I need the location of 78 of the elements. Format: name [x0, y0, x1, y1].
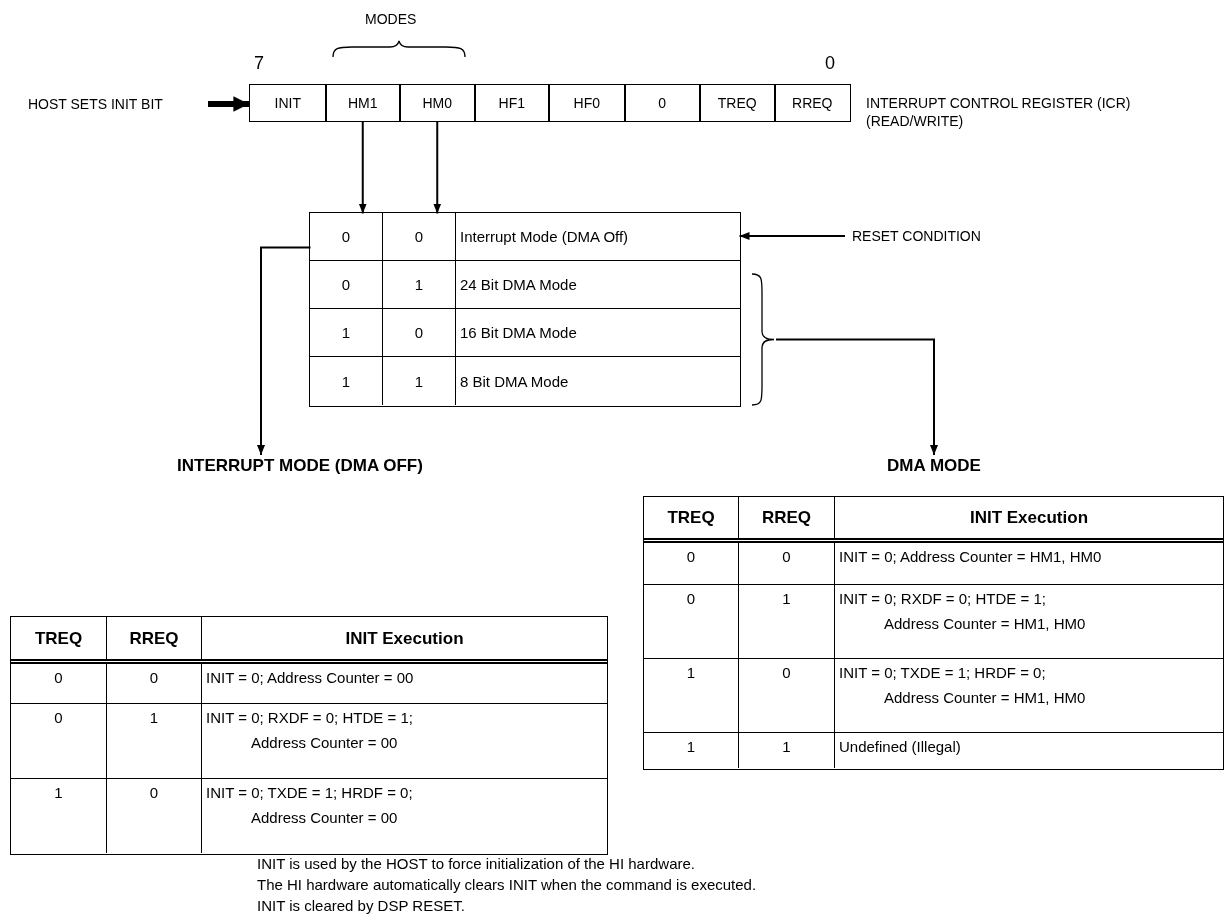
bit-value: 0	[383, 213, 456, 260]
table-row	[11, 664, 607, 704]
table-row	[644, 543, 1223, 585]
note-text: INIT is used by the HOST to force initialization of the HI hardware.	[257, 854, 695, 874]
header-row	[644, 497, 1223, 543]
annotation-text: RESET CONDITION	[852, 227, 981, 245]
register-bit: HF1	[474, 84, 550, 122]
execution-description: INIT = 0; Address Counter = 00	[205, 668, 415, 688]
column-header: TREQ	[11, 617, 107, 659]
bit-value: 1	[11, 779, 107, 853]
section-heading: INTERRUPT MODE (DMA OFF)	[145, 455, 455, 477]
bit-value: 1	[739, 733, 835, 768]
bit-value: 1	[644, 659, 739, 732]
bit-value: 0	[644, 585, 739, 658]
execution-description: INIT = 0; TXDE = 1; HRDF = 0; Address Counter = 00	[205, 783, 414, 828]
register-bit: INIT	[249, 84, 327, 122]
bit-value: 0	[11, 704, 107, 778]
arrow	[358, 121, 367, 215]
table-row	[310, 261, 740, 309]
table-row	[644, 585, 1223, 659]
register-bit: HF0	[548, 84, 626, 122]
execution-description: INIT = 0; RXDF = 0; HTDE = 1; Address Counter = HM1, HM0	[838, 589, 1087, 634]
register-bit: HM0	[399, 84, 476, 122]
table-row	[644, 659, 1223, 733]
bit-value: 0	[107, 779, 202, 853]
annotation-text: HOST SETS INIT BIT	[28, 95, 163, 113]
bit-value: 0	[739, 659, 835, 732]
note-text: The HI hardware automatically clears INIT when the command is executed.	[257, 875, 757, 895]
mode-table	[10, 616, 608, 855]
register-bit: 0	[624, 84, 701, 122]
bit-value: 0	[644, 543, 739, 584]
header-row	[11, 617, 607, 664]
bit-value: 1	[310, 309, 383, 356]
execution-description: INIT = 0; RXDF = 0; HTDE = 1; Address Counter = 00	[205, 708, 414, 753]
bit-value: 1	[107, 704, 202, 778]
bit-value: 0	[107, 664, 202, 703]
section-heading: DMA MODE	[869, 455, 999, 477]
table-row	[310, 213, 740, 261]
block-arrow	[208, 96, 249, 112]
execution-description: INIT = 0; Address Counter = HM1, HM0	[838, 547, 1103, 567]
column-header: RREQ	[739, 497, 835, 538]
column-header: TREQ	[644, 497, 739, 538]
mode-description: Interrupt Mode (DMA Off)	[459, 227, 630, 247]
mode-table	[309, 212, 741, 407]
bit-value: 1	[383, 357, 456, 405]
mode-description: 16 Bit DMA Mode	[459, 323, 578, 343]
column-header: RREQ	[107, 617, 202, 659]
table-row	[310, 309, 740, 357]
bit-number: 0	[825, 52, 835, 74]
bit-value: 1	[644, 733, 739, 768]
bit-number: 7	[254, 52, 264, 74]
table-row	[11, 704, 607, 779]
bit-value: 0	[310, 213, 383, 260]
mode-description: 8 Bit DMA Mode	[459, 371, 570, 392]
column-header: INIT Execution	[344, 627, 465, 650]
register-bit: TREQ	[699, 84, 776, 122]
column-header: INIT Execution	[968, 507, 1090, 529]
arrow	[775, 338, 938, 456]
execution-description: Undefined (Illegal)	[838, 737, 962, 757]
bit-value: 0	[383, 309, 456, 356]
bit-value: 0	[11, 664, 107, 703]
bit-value: 0	[739, 543, 835, 584]
bit-value: 0	[310, 261, 383, 308]
arrow	[257, 246, 312, 456]
register-name: INTERRUPT CONTROL REGISTER (ICR) (READ/WRITE)	[866, 94, 1132, 130]
register-bit: HM1	[325, 84, 401, 122]
mode-description: 24 Bit DMA Mode	[459, 275, 578, 295]
mode-table	[643, 496, 1224, 770]
arrow	[738, 232, 846, 240]
bit-value: 1	[739, 585, 835, 658]
execution-description: INIT = 0; TXDE = 1; HRDF = 0; Address Counter = HM1, HM0	[838, 663, 1087, 708]
arrow	[433, 121, 442, 215]
note-text: INIT is cleared by DSP RESET.	[257, 896, 465, 916]
bit-value: 1	[310, 357, 383, 405]
title-label: MODES	[365, 10, 417, 28]
bit-value: 1	[383, 261, 456, 308]
curly-brace	[750, 273, 776, 406]
register-bit: RREQ	[774, 84, 851, 122]
